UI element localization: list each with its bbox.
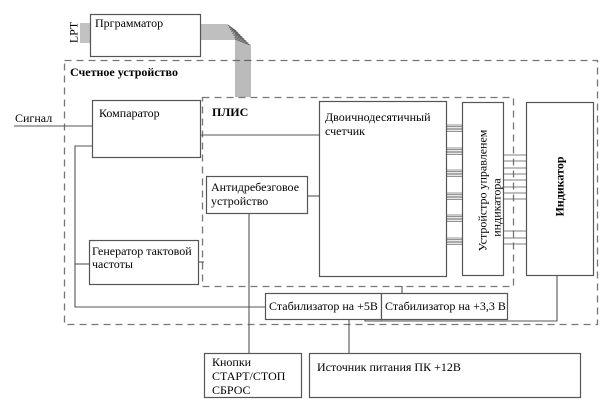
clock-generator-block [88,239,200,286]
programmer-label: Прграмматор [95,16,164,30]
fpga-group-border [201,96,515,288]
clock-generator-label-line1: Генератор тактовой [92,244,192,258]
indicator-label: Индикатор [552,156,567,217]
buttons-label-line3: СБРОС [212,383,251,397]
clock-generator-label-line2: частоты [92,257,133,271]
counter-label-line2: счетчик [325,124,365,138]
indicator-block [525,101,595,277]
indicator-control-label-line2: индикатора [489,178,504,237]
stabilizer-3v3-block [380,292,509,321]
programmer-block [89,13,202,58]
programmer-bus [200,24,251,97]
debounce-label-line1: Антидребезговое [211,180,300,194]
programmer-bus-wire [200,28,241,97]
programmer-bus-wire [200,24,237,97]
control-indicator-lines [503,154,526,245]
indicator-control-block [461,101,505,277]
comparator-block [91,99,202,159]
programmer-bus-wire [200,38,251,97]
indicator-control-label-line1: Устройстро управленем [475,129,490,252]
stabilizer-5v-label: Стабилизатор на +5В [269,299,378,313]
lpt-label: LPT [66,21,81,44]
counter-block [318,100,448,278]
programmer-bus-wire [200,36,249,97]
power-rail-left [74,145,265,308]
stabilizer-3v3-label: Стабилизатор на +3,3 В [385,299,506,313]
programmer-bus-wire [200,30,243,97]
programmer-bus-wire [200,34,247,97]
lpt-bus [80,23,90,43]
programmer-bus-wire [200,32,245,97]
counter-label-line1: Двоичнодесятичный [325,110,431,124]
debounce-block [205,175,309,215]
outer-group-border [63,59,599,326]
buttons-block [203,352,303,399]
counter-control-buses [446,124,462,245]
power-supply-block [308,352,582,399]
comparator-label: Компаратор [99,106,160,120]
buttons-label-line2: СТАРТ/СТОП [212,369,286,383]
signal-label: Сигнал [15,111,53,125]
stabilizer-5v-block [264,292,383,321]
buttons-label-line1: Кнопки [212,355,252,369]
fpga-group-label: ПЛИС [212,105,249,119]
programmer-bus-wire [200,26,239,97]
power-supply-label: Источник питания ПК +12В [317,360,461,374]
outer-group-label: Счетное устройство [70,65,178,79]
debounce-label-line2: устройство [211,194,269,208]
